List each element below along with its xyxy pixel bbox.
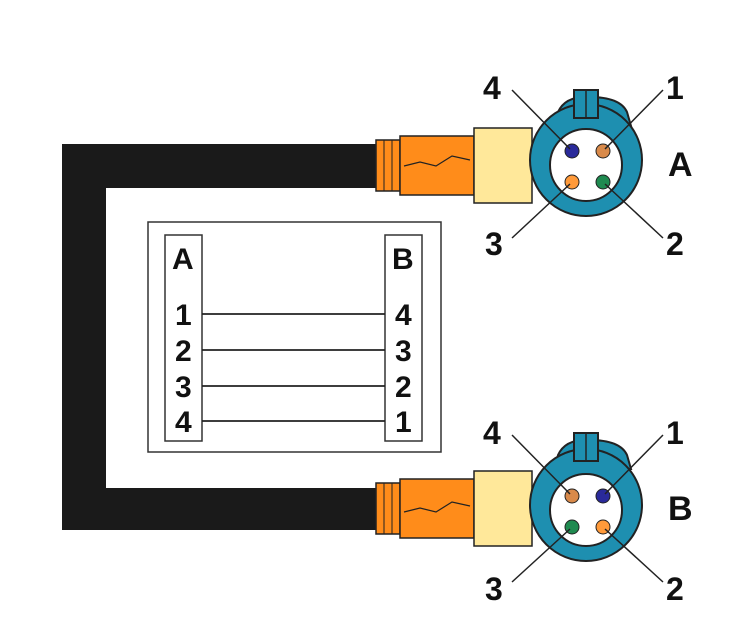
connector-a-pin-1-label: 1 xyxy=(666,70,684,106)
connector-b-pin-2-label: 2 xyxy=(666,571,684,607)
pinout-b-row-2: 3 xyxy=(395,335,412,368)
connector-a-pin-2-label: 2 xyxy=(666,226,684,262)
connector-b-label: B xyxy=(668,490,693,528)
connector-a-pin-4-label: 4 xyxy=(483,70,501,106)
pinout-a-row-2: 2 xyxy=(175,335,192,368)
connector-b-face xyxy=(511,432,664,583)
pinout-b-row-4: 1 xyxy=(395,406,412,439)
connector-a-overmold xyxy=(375,127,533,204)
pinout-header-a: A xyxy=(172,243,194,276)
pinout-a-row-3: 3 xyxy=(175,371,192,404)
connector-b-pin-3-label: 3 xyxy=(485,571,503,607)
connector-a-pin-3-label: 3 xyxy=(485,226,503,262)
cable xyxy=(62,144,378,530)
connector-b-pin-4-label: 4 xyxy=(483,415,501,451)
pinout-b-row-3: 2 xyxy=(395,371,412,404)
connector-a-face xyxy=(511,89,664,239)
connector-a-label: A xyxy=(668,146,693,184)
pinout-header-b: B xyxy=(392,243,414,276)
pinout-table xyxy=(147,221,442,453)
connector-b-overmold xyxy=(375,470,533,547)
pinout-b-row-1: 4 xyxy=(395,299,412,332)
connector-b-pin-1-label: 1 xyxy=(666,415,684,451)
pinout-a-row-4: 4 xyxy=(175,406,192,439)
pinout-a-row-1: 1 xyxy=(175,299,192,332)
